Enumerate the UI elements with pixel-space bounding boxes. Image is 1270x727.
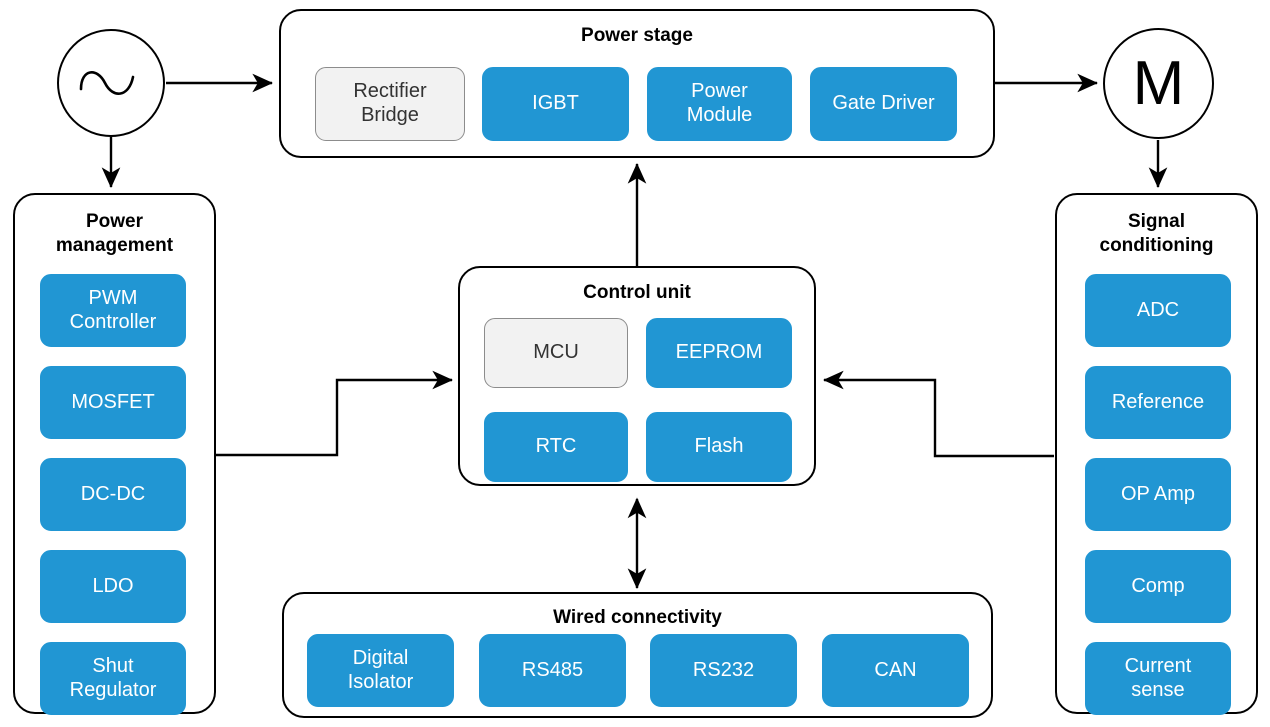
block-rs485[interactable]: RS485 [479, 634, 626, 707]
motor-symbol: M [1103, 28, 1214, 139]
sine-wave-icon [79, 71, 135, 95]
ac-source-symbol [57, 29, 165, 137]
power-management-title: Power management [55, 211, 174, 256]
block-dc-dc[interactable]: DC-DC [40, 458, 186, 531]
block-mcu[interactable]: MCU [484, 318, 628, 388]
power-stage-title: Power stage [581, 25, 693, 46]
wired-connectivity-title: Wired connectivity [553, 607, 722, 628]
control-unit-title: Control unit [583, 282, 691, 303]
block-pwm-controller[interactable]: PWM Controller [40, 274, 186, 347]
block-eeprom[interactable]: EEPROM [646, 318, 792, 388]
wire-power-management-to-control-unit [216, 370, 453, 457]
block-digital-isolator[interactable]: Digital Isolator [307, 634, 454, 707]
group-signal-conditioning[interactable]: Signal conditioning ADC Reference OP Amp… [1055, 193, 1258, 715]
group-power-management[interactable]: Power management PWM Controller MOSFET D… [13, 193, 216, 715]
block-current-sense[interactable]: Current sense [1085, 642, 1231, 715]
block-flash[interactable]: Flash [646, 412, 792, 482]
motor-label: M [1132, 48, 1185, 118]
block-power-module[interactable]: Power Module [647, 67, 792, 141]
block-gate-driver[interactable]: Gate Driver [810, 67, 957, 141]
group-control-unit[interactable]: Control unit MCU EEPROM RTC Flash [458, 266, 816, 486]
block-rtc[interactable]: RTC [484, 412, 628, 482]
block-shut-regulator[interactable]: Shut Regulator [40, 642, 186, 715]
block-rectifier-bridge[interactable]: Rectifier Bridge [315, 67, 465, 141]
block-igbt[interactable]: IGBT [482, 67, 629, 141]
group-power-stage[interactable]: Power stage Rectifier Bridge IGBT Power … [279, 9, 995, 158]
block-adc[interactable]: ADC [1085, 274, 1231, 347]
block-op-amp[interactable]: OP Amp [1085, 458, 1231, 531]
block-ldo[interactable]: LDO [40, 550, 186, 623]
group-wired-connectivity[interactable]: Wired connectivity Digital Isolator RS48… [282, 592, 993, 718]
block-mosfet[interactable]: MOSFET [40, 366, 186, 439]
block-reference[interactable]: Reference [1085, 366, 1231, 439]
block-can[interactable]: CAN [822, 634, 969, 707]
block-rs232[interactable]: RS232 [650, 634, 797, 707]
signal-conditioning-title: Signal conditioning [1099, 211, 1214, 256]
wire-signal-conditioning-to-control-unit [823, 370, 1054, 458]
block-comp[interactable]: Comp [1085, 550, 1231, 623]
